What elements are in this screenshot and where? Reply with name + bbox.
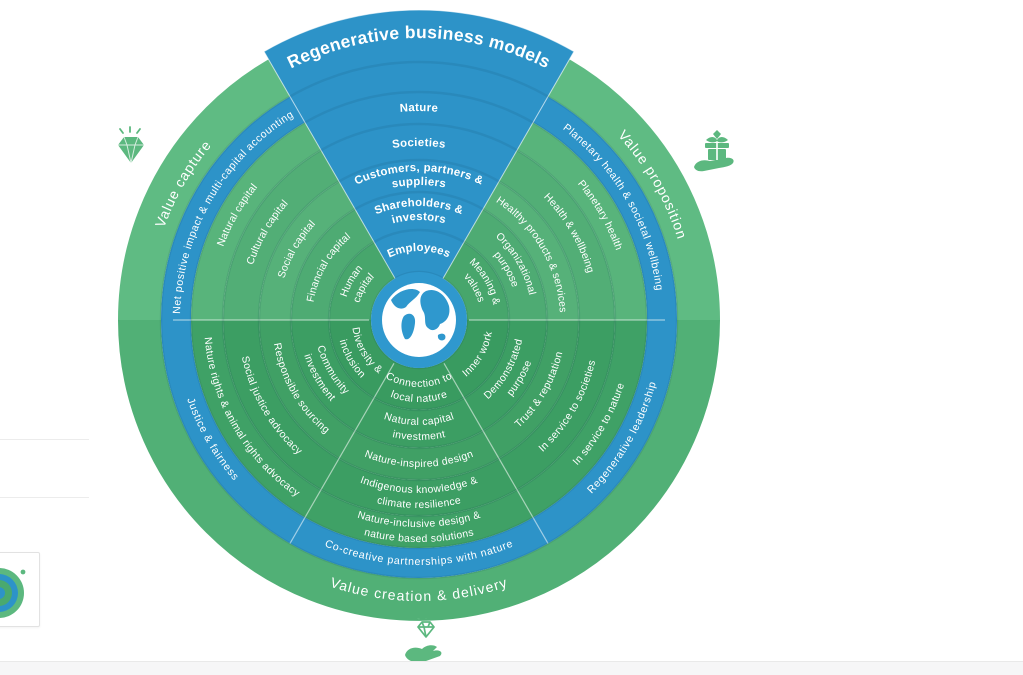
stakeholder-label-ring-1: Societies — [391, 137, 446, 151]
ring-boundary — [257, 158, 581, 482]
capital-ring-3-bottom — [291, 319, 547, 448]
background-panel-line — [0, 497, 89, 498]
sector-divider — [289, 362, 395, 544]
ring-boundary — [189, 90, 649, 550]
label-value-creation-delivery-ring-1: climate resilience — [376, 495, 462, 511]
label-value-creation-delivery-ring-3: investment — [392, 429, 447, 443]
hand-diamond-icon — [405, 618, 442, 663]
diamond-icon — [118, 126, 144, 164]
ring-boundary — [327, 228, 511, 412]
stakeholder-label-ring-0: Nature — [399, 102, 438, 115]
capital-ring-1-bottom — [223, 319, 615, 516]
label-value-creation-delivery-ring-3: Natural capital — [383, 411, 456, 428]
stakeholder-label-ring-3: investors — [391, 211, 448, 226]
ring-boundary — [221, 122, 617, 518]
outer-value-ring-bottom — [118, 319, 720, 621]
stakeholder-wedge — [263, 9, 575, 322]
sector-divider — [443, 362, 549, 544]
hand-gift-icon — [694, 130, 734, 172]
background-panel-line — [0, 439, 89, 440]
ring-boundary — [159, 60, 679, 580]
thumbnail-mini-diagram — [0, 568, 26, 618]
bottom-ui-bar — [0, 661, 1023, 675]
diagram-thumbnail[interactable] — [0, 552, 40, 627]
stakeholder-label-ring-2: suppliers — [391, 176, 447, 191]
label-value-creation-delivery-ring-4: local nature — [389, 389, 448, 405]
capital-ring-2-bottom — [259, 319, 579, 480]
capital-ring-0-bottom — [191, 319, 647, 548]
globe-icon — [382, 283, 456, 357]
stakeholder-label-ring-4: Employees — [386, 242, 453, 261]
ring-boundary — [289, 190, 549, 450]
capital-ring-4-bottom — [329, 319, 509, 410]
